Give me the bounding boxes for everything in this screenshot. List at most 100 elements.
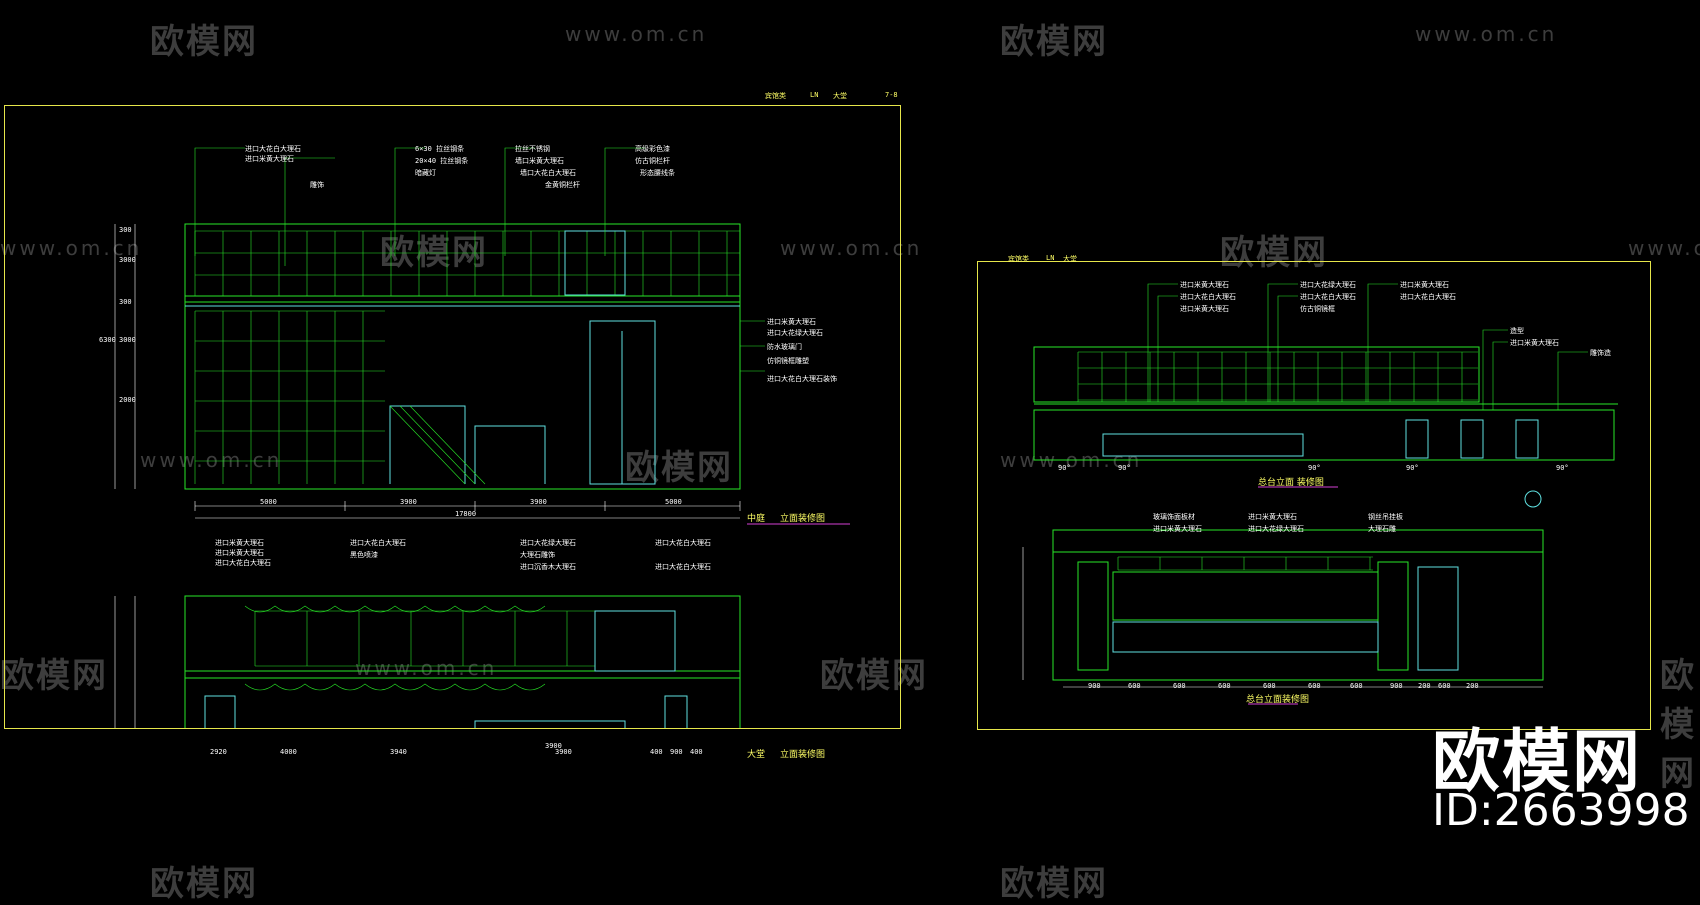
brand-logo: 欧模网 xyxy=(1432,723,1643,802)
watermark-logo: 欧模网 xyxy=(625,448,733,488)
dimension-mid: 3900 xyxy=(545,742,562,750)
callout-label: 进口米黄大理石 xyxy=(245,155,294,163)
elevation-1-upper-ornament xyxy=(564,230,626,296)
callout-label: 防水玻璃门 xyxy=(767,343,802,351)
elevation-2-caption: 立面装修图 xyxy=(780,750,826,760)
drawing-sheet-right: 宾馆类 LN 大堂 进口米黄大理石 进口大花白大理石 进口米黄大理石 进口大花绿… xyxy=(977,254,1651,730)
dimension-label: 3000 xyxy=(119,256,136,264)
callout-label: 仿铜镜框雕塑 xyxy=(767,357,809,365)
elevation-2-frame xyxy=(184,595,741,728)
elevation-1-caption-prefix: 中庭 xyxy=(747,514,766,524)
callout-label: 墙口大花白大理石 xyxy=(520,169,576,177)
watermark-url: www.om.cn xyxy=(0,236,143,260)
elevation-2-counter xyxy=(474,720,626,728)
callout-label: 墙口米黄大理石 xyxy=(515,157,564,165)
dimension-label: 900 xyxy=(1088,682,1101,690)
watermark-logo: 欧模网 xyxy=(1000,22,1108,62)
callout-label: 进口大花白大理石装饰 xyxy=(767,375,837,383)
title-block-area: 大堂 xyxy=(833,92,847,100)
section-marker xyxy=(1524,490,1542,508)
dimension-label: 90° xyxy=(1406,464,1419,472)
callout-label: 高级彩色漆 xyxy=(635,145,670,153)
front-desk-detail-panel xyxy=(1112,571,1379,621)
dimension-label: 600 xyxy=(1173,682,1186,690)
title-block-code: LN xyxy=(810,91,819,99)
elevation-2-window-group xyxy=(594,610,676,672)
callout-label: 进口大花绿大理石 xyxy=(520,539,576,547)
drawing-sheet-left: 宾馆类 LN 大堂 7-8 进口大花白大理石 进口米黄大理石 雕饰 6×30 拉… xyxy=(4,91,901,760)
dimension-label: 300 xyxy=(119,226,132,234)
title-block-category: 宾馆类 xyxy=(765,92,786,100)
dimension-label: 90° xyxy=(1308,464,1321,472)
callout-label: 雕饰 xyxy=(310,181,324,189)
dimension-label: 3900 xyxy=(400,498,417,506)
dimension-label: 2000 xyxy=(119,396,136,404)
dimension-label: 600 xyxy=(1308,682,1321,690)
dimension-label: 4000 xyxy=(280,748,297,756)
front-desk-detail-counter xyxy=(1112,621,1379,653)
front-desk-door-1 xyxy=(1405,419,1429,459)
callout-label: 进口大花白大理石 xyxy=(350,539,406,547)
dimension-label: 900 xyxy=(1390,682,1403,690)
callout-label: 造型 xyxy=(1510,327,1524,335)
dimension-label: 300 xyxy=(119,298,132,306)
dimension-label: 600 xyxy=(1350,682,1363,690)
callout-label: 暗藏灯 xyxy=(415,169,436,177)
dimension-label: 2920 xyxy=(210,748,227,756)
dimension-label: 3900 xyxy=(530,498,547,506)
dimension-label: 90° xyxy=(1556,464,1569,472)
dimension-total: 17800 xyxy=(455,510,477,518)
callout-label: 仿古铜栏杆 xyxy=(635,157,670,165)
front-desk-detail-left-column xyxy=(1077,561,1109,671)
callout-label: 进口大花白大理石 xyxy=(655,539,711,547)
callout-label: 拉丝不锈钢 xyxy=(515,145,550,153)
title-block-area: 大堂 xyxy=(1063,255,1077,263)
dimension-label: 3940 xyxy=(390,748,407,756)
callout-label: 黑色喷漆 xyxy=(350,551,378,559)
callout-label: 进口大花绿大理石 xyxy=(1300,281,1356,289)
watermark-logo: 欧模网 xyxy=(150,22,258,62)
callout-label: 20×40 拉丝钢条 xyxy=(415,157,469,165)
dimension-label: 3000 xyxy=(119,336,136,344)
front-desk-detail-right-column xyxy=(1377,561,1409,671)
dimension-label: 400 xyxy=(690,748,703,756)
elevation-2-caption-prefix: 大堂 xyxy=(747,750,766,760)
watermark-logo: 欧模网 xyxy=(0,656,108,696)
callout-label: 进口米黄大理石 xyxy=(1180,305,1229,313)
dimension-label: 90° xyxy=(1118,464,1131,472)
watermark-url: www.om.cn xyxy=(355,656,498,680)
callout-label: 金黄铜栏杆 xyxy=(545,181,580,189)
callout-label: 6×30 拉丝钢条 xyxy=(415,145,465,153)
dimension-label: 5000 xyxy=(260,498,277,506)
callout-label: 进口大花白大理石 xyxy=(1180,293,1236,301)
callout-label: 进口大花白大理石 xyxy=(1400,293,1456,301)
callout-label: 进口大花白大理石 xyxy=(655,563,711,571)
callout-label: 仿古铜镜框 xyxy=(1300,305,1335,313)
title-block-page: 7-8 xyxy=(885,91,898,99)
callout-label: 雕饰造 xyxy=(1590,349,1611,357)
dimension-label: 200 xyxy=(1418,682,1431,690)
elevation-1-stair xyxy=(389,405,466,484)
dimension-label: 6300 xyxy=(99,336,116,344)
front-desk-detail-door xyxy=(1417,566,1459,671)
elevation-drawings-left xyxy=(114,147,850,728)
watermark-url: www.om.cn xyxy=(780,236,923,260)
front-desk-detail-frame xyxy=(1052,529,1544,681)
callout-label: 大理石雕 xyxy=(1368,525,1396,533)
watermark-url: www.om.cn xyxy=(1628,236,1700,260)
callout-label: 进口米黄大理石 xyxy=(767,318,816,326)
callout-label: 钢丝吊挂板 xyxy=(1368,513,1403,521)
dimension-label: 600 xyxy=(1128,682,1141,690)
front-desk-counter xyxy=(1102,433,1304,457)
elevation-2-drapery-bottom xyxy=(244,683,546,691)
dimension-label: 600 xyxy=(1438,682,1451,690)
callout-label: 进口大花白大理石 xyxy=(215,559,271,567)
front-desk-lower-wall xyxy=(1033,409,1615,461)
callout-label: 进口米黄大理石 xyxy=(1510,339,1559,347)
dimension-label: 200 xyxy=(1466,682,1479,690)
elevation-2-right-door xyxy=(664,695,688,728)
callout-label: 进口米黄大理石 xyxy=(215,549,264,557)
front-desk-caption: 总台立面 装修图 xyxy=(1258,478,1324,488)
watermark-logo: 欧模网 xyxy=(820,656,928,696)
dimension-label: 3900 xyxy=(555,748,572,756)
